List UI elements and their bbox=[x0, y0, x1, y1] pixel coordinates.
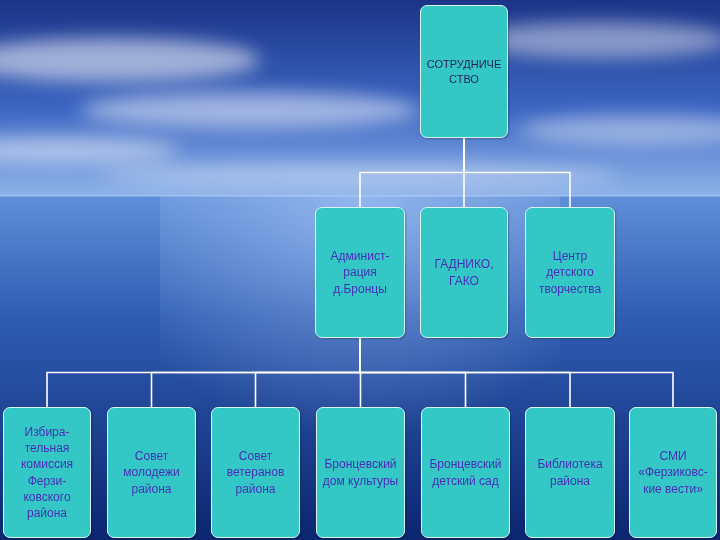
box-label: Совет молодежи района bbox=[112, 448, 191, 497]
org-box: Совет молодежи района bbox=[107, 407, 196, 538]
tree-connector bbox=[360, 338, 673, 407]
box-label: Центр детского творчества bbox=[530, 248, 610, 297]
tree-connector bbox=[152, 338, 361, 407]
box-label: ГАДНИКО, ГАКО bbox=[425, 256, 503, 288]
org-box: Совет ветеранов района bbox=[211, 407, 300, 538]
tree-connector bbox=[360, 138, 464, 207]
box-label: Бронцевский дом культуры bbox=[321, 456, 400, 488]
box-label: СМИ «Ферзиковс- кие вести» bbox=[634, 448, 712, 497]
tree-connector bbox=[256, 338, 361, 407]
org-box: Бронцевский детский сад bbox=[421, 407, 510, 538]
org-box: Бронцевский дом культуры bbox=[316, 407, 405, 538]
box-label: Совет ветеранов района bbox=[216, 448, 295, 497]
org-box: Админист- рация д.Бронцы bbox=[315, 207, 405, 338]
box-label: СОТРУДНИЧЕСТВО bbox=[425, 57, 503, 87]
org-box: Избира- тельная комиссия Ферзи- ковского… bbox=[3, 407, 91, 538]
box-label: Бронцевский детский сад bbox=[426, 456, 505, 488]
tree-connector bbox=[464, 138, 570, 207]
org-box: ГАДНИКО, ГАКО bbox=[420, 207, 508, 338]
org-box: Центр детского творчества bbox=[525, 207, 615, 338]
root-box: СОТРУДНИЧЕСТВО bbox=[420, 5, 508, 138]
box-label: Библиотека района bbox=[530, 456, 610, 488]
box-label: Админист- рация д.Бронцы bbox=[320, 248, 400, 297]
org-box: Библиотека района bbox=[525, 407, 615, 538]
box-label: Избира- тельная комиссия Ферзи- ковского… bbox=[8, 424, 86, 521]
org-box: СМИ «Ферзиковс- кие вести» bbox=[629, 407, 717, 538]
tree-connector bbox=[47, 338, 360, 407]
